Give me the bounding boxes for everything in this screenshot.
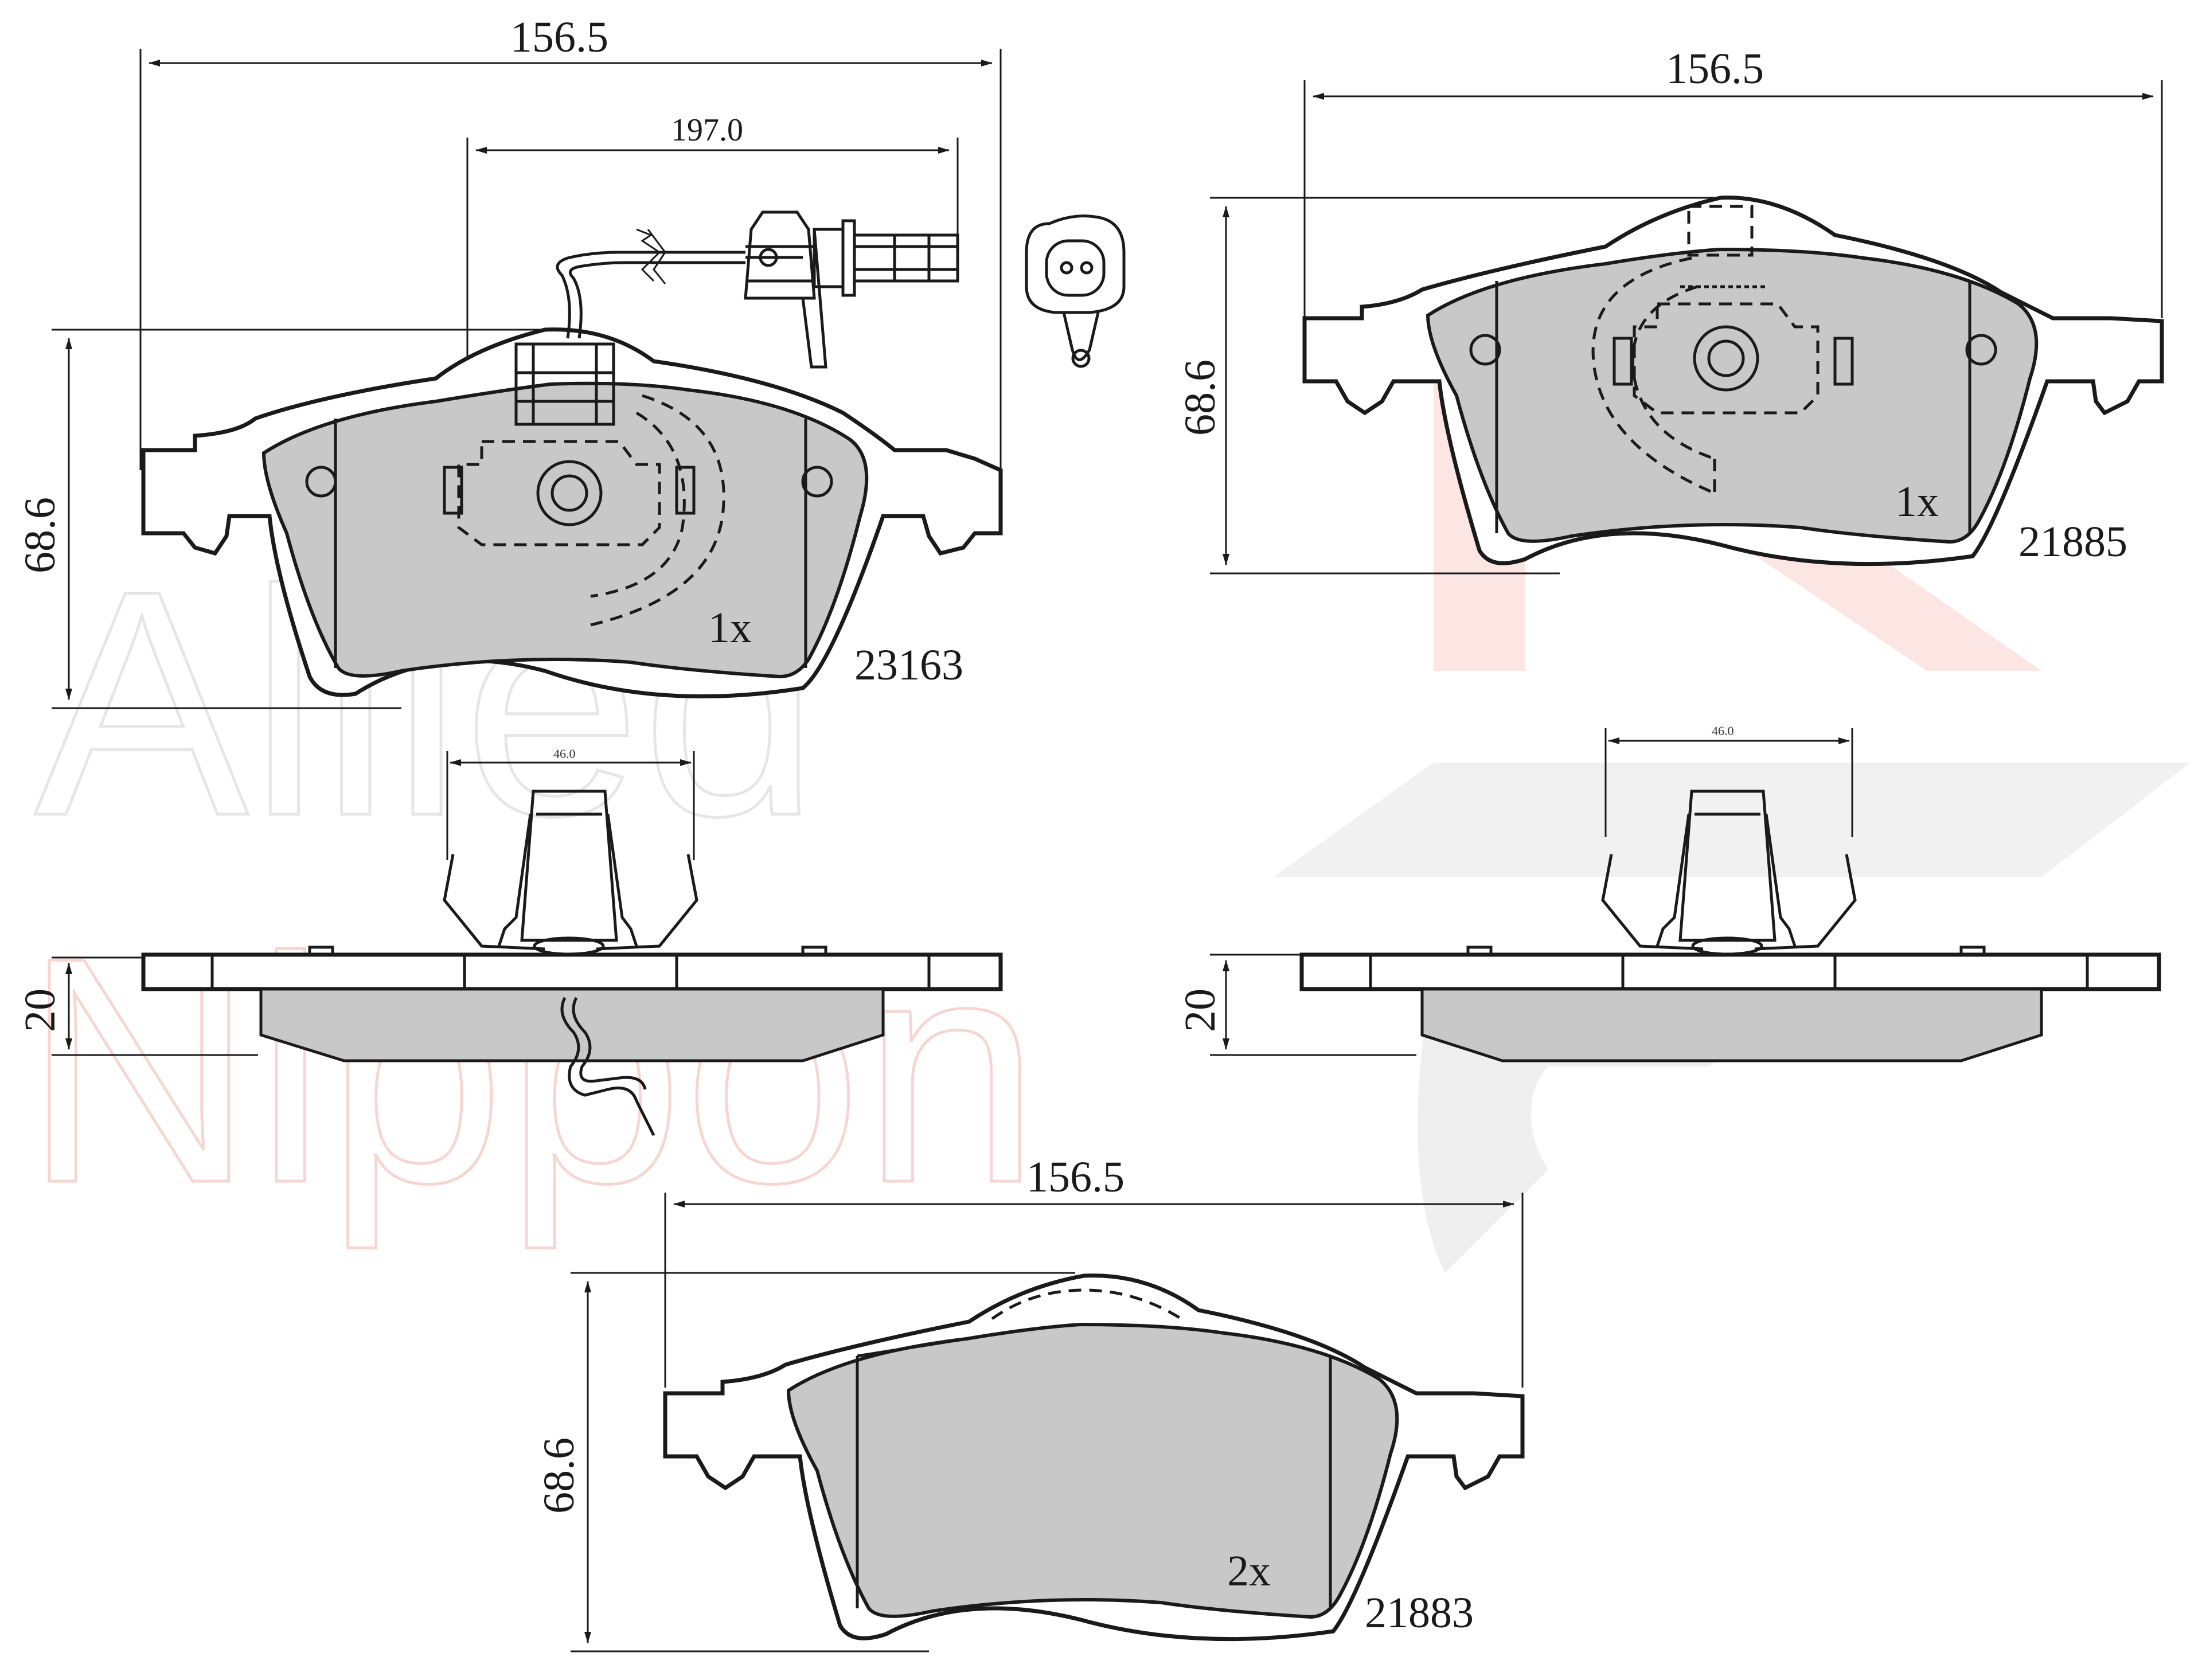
thickness-dimension: 20 (16, 956, 258, 1056)
backing-plate-side (1299, 952, 2161, 991)
pad-21883-front-view: 156.5 68.6 2x 21883 (535, 1153, 1525, 1652)
spring-clip-side (443, 790, 698, 956)
friction-pad (261, 381, 869, 679)
friction-pad (1426, 247, 2039, 544)
width-dimension: 156.5 (664, 1153, 1524, 1388)
sensor-length-label: 197.0 (671, 112, 743, 148)
width-label: 156.5 (510, 13, 608, 61)
thickness-label: 20 (1176, 989, 1224, 1032)
width-label: 156.5 (1666, 45, 1764, 93)
pad-21885-front-view: 156.5 68.6 1x 21885 (1176, 45, 2164, 575)
clip-width-dimension: 46.0 (1604, 724, 1853, 837)
height-dimension: 68.6 (1176, 197, 1715, 575)
friction-pad (786, 1322, 1399, 1619)
thickness-label: 20 (16, 989, 64, 1032)
friction-pad-side (1420, 987, 2043, 1062)
pad-23163-front-view: 156.5 68.6 197.0 (16, 13, 1003, 709)
wear-sensor-cable (556, 228, 803, 339)
part-number-label: 21885 (2019, 518, 2127, 566)
spring-clip-side (1601, 790, 1857, 956)
height-label: 68.6 (16, 497, 64, 573)
sensor-cable-side (560, 997, 655, 1136)
part-number-label: 23163 (854, 641, 963, 689)
side-view-with-sensor: 46.0 20 (16, 747, 1003, 1136)
friction-pad-side (259, 987, 885, 1062)
quantity-label: 1x (708, 604, 752, 652)
quantity-label: 2x (1227, 1547, 1271, 1595)
width-dimension: 156.5 (139, 13, 1002, 470)
thickness-dimension: 20 (1176, 954, 1416, 1056)
spring-clip-outline (457, 440, 661, 546)
side-view-standard: 46.0 20 (1176, 724, 2161, 1062)
width-dimension: 156.5 (1303, 45, 2163, 318)
watermark-text-nippon: Nippon (23, 890, 1041, 1252)
part-number-label: 21883 (1365, 1589, 1474, 1637)
height-label: 68.6 (1176, 360, 1224, 436)
width-label: 156.5 (1026, 1153, 1125, 1201)
quantity-label: 1x (1895, 478, 1939, 526)
backing-plate-side (141, 952, 1003, 991)
sensor-connector-end-view-icon (1025, 214, 1126, 368)
clip-width-label: 46.0 (553, 747, 576, 761)
wear-sensor-plug (744, 210, 959, 369)
clip-width-label: 46.0 (1712, 724, 1734, 738)
sensor-length-dimension: 197.0 (466, 112, 959, 367)
height-label: 68.6 (535, 1437, 583, 1514)
sensor-connector-block (514, 342, 615, 426)
clip-width-dimension: 46.0 (446, 747, 695, 860)
height-dimension: 68.6 (535, 1272, 1075, 1652)
